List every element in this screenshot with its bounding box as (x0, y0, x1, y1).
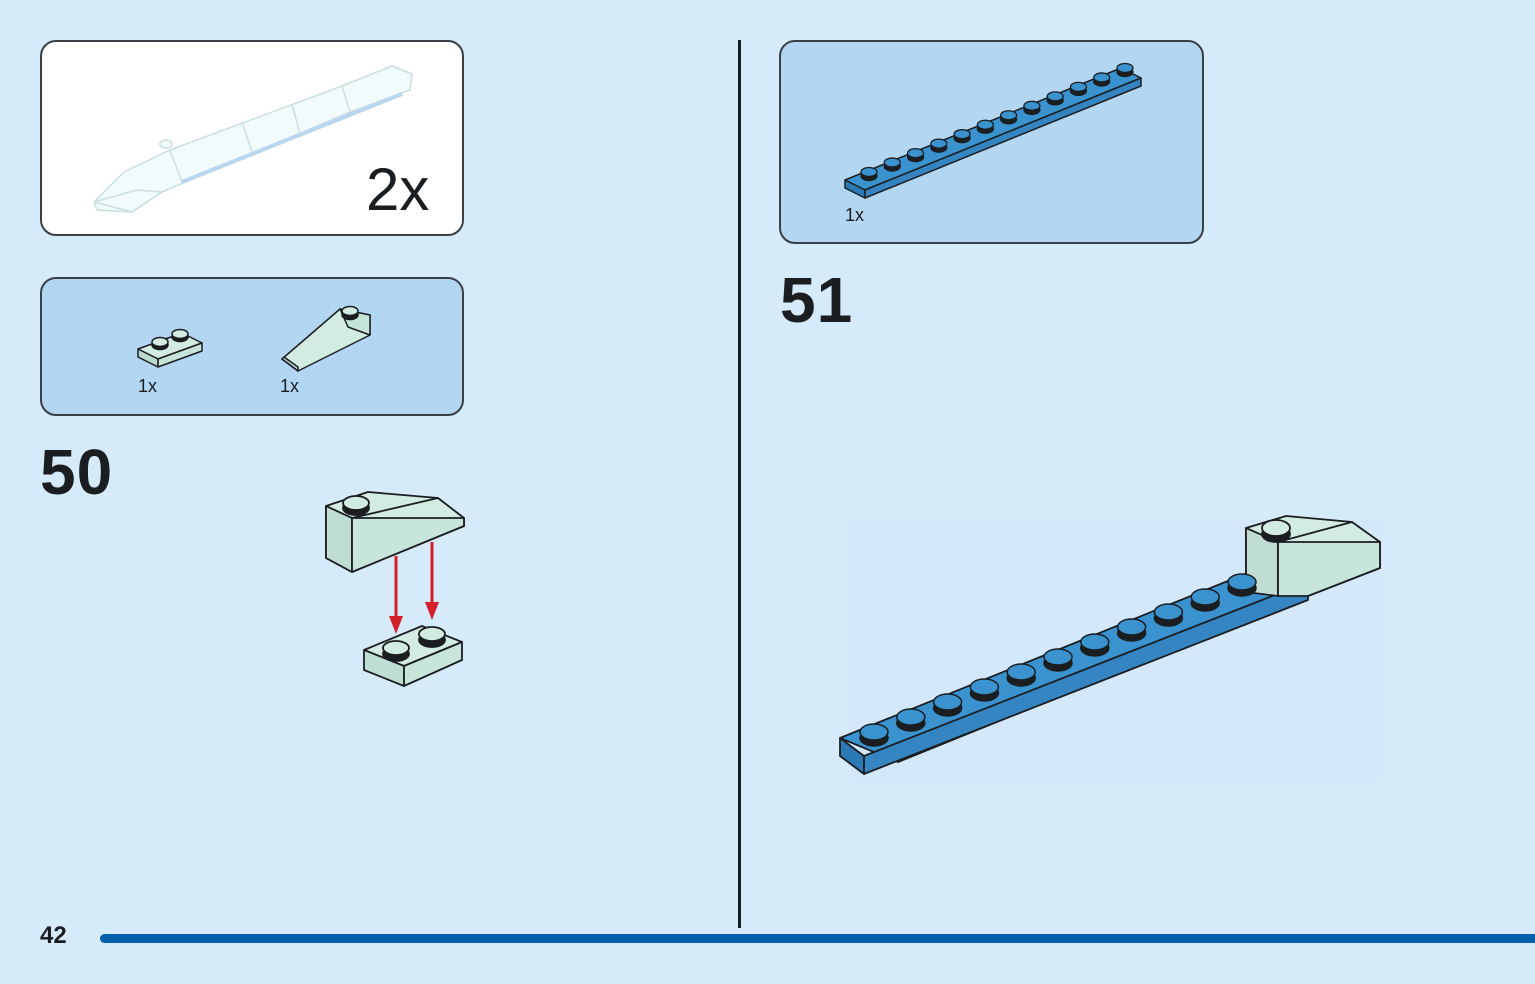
stud-top (999, 110, 1018, 121)
plate-1x2-mint-icon (137, 328, 203, 368)
stud-top (1080, 633, 1110, 651)
plate-1x12-blue-icon (844, 62, 1142, 199)
step51-parts-callout: 1x (779, 40, 1204, 244)
bottom-progress-bar (100, 934, 1535, 943)
stud-top (1116, 62, 1134, 74)
stud-top (1227, 573, 1257, 591)
stud-top (1006, 663, 1036, 681)
submodel-preview-image (93, 65, 413, 213)
stud-top (969, 678, 1000, 696)
stud-top (976, 119, 995, 130)
stud-top (896, 708, 926, 726)
stud-top (883, 157, 901, 168)
stud-top (930, 138, 948, 149)
slope-1x2-mint-icon (281, 305, 371, 372)
step51-part-1-qty: 1x (845, 205, 865, 225)
stud-top (1069, 81, 1088, 93)
stud-top (859, 723, 889, 741)
step-number-51: 51 (780, 264, 854, 336)
stud-top (1043, 648, 1073, 666)
stud-top (1153, 603, 1184, 621)
page-number: 42 (40, 922, 67, 949)
stud-top (1116, 618, 1147, 636)
step-number-50: 50 (40, 436, 114, 508)
stud-top (860, 166, 878, 178)
stud-top (1023, 100, 1041, 111)
submodel-callout: 2x (40, 40, 464, 236)
step50-part-2-qty: 1x (280, 376, 300, 396)
stud-top (906, 147, 925, 159)
stud-top (953, 129, 971, 140)
stud-top (1190, 588, 1220, 606)
page-divider (738, 40, 741, 928)
step50-assembly-illustration (325, 491, 465, 687)
step50-part-1-qty: 1x (138, 376, 158, 396)
step50-parts-callout: 1x 1x (40, 277, 464, 416)
stud-top (1046, 91, 1064, 102)
stud-top (1093, 72, 1111, 83)
stud-top (932, 693, 963, 711)
step51-assembly-illustration (839, 515, 1381, 780)
submodel-multiplier: 2x (366, 156, 430, 223)
